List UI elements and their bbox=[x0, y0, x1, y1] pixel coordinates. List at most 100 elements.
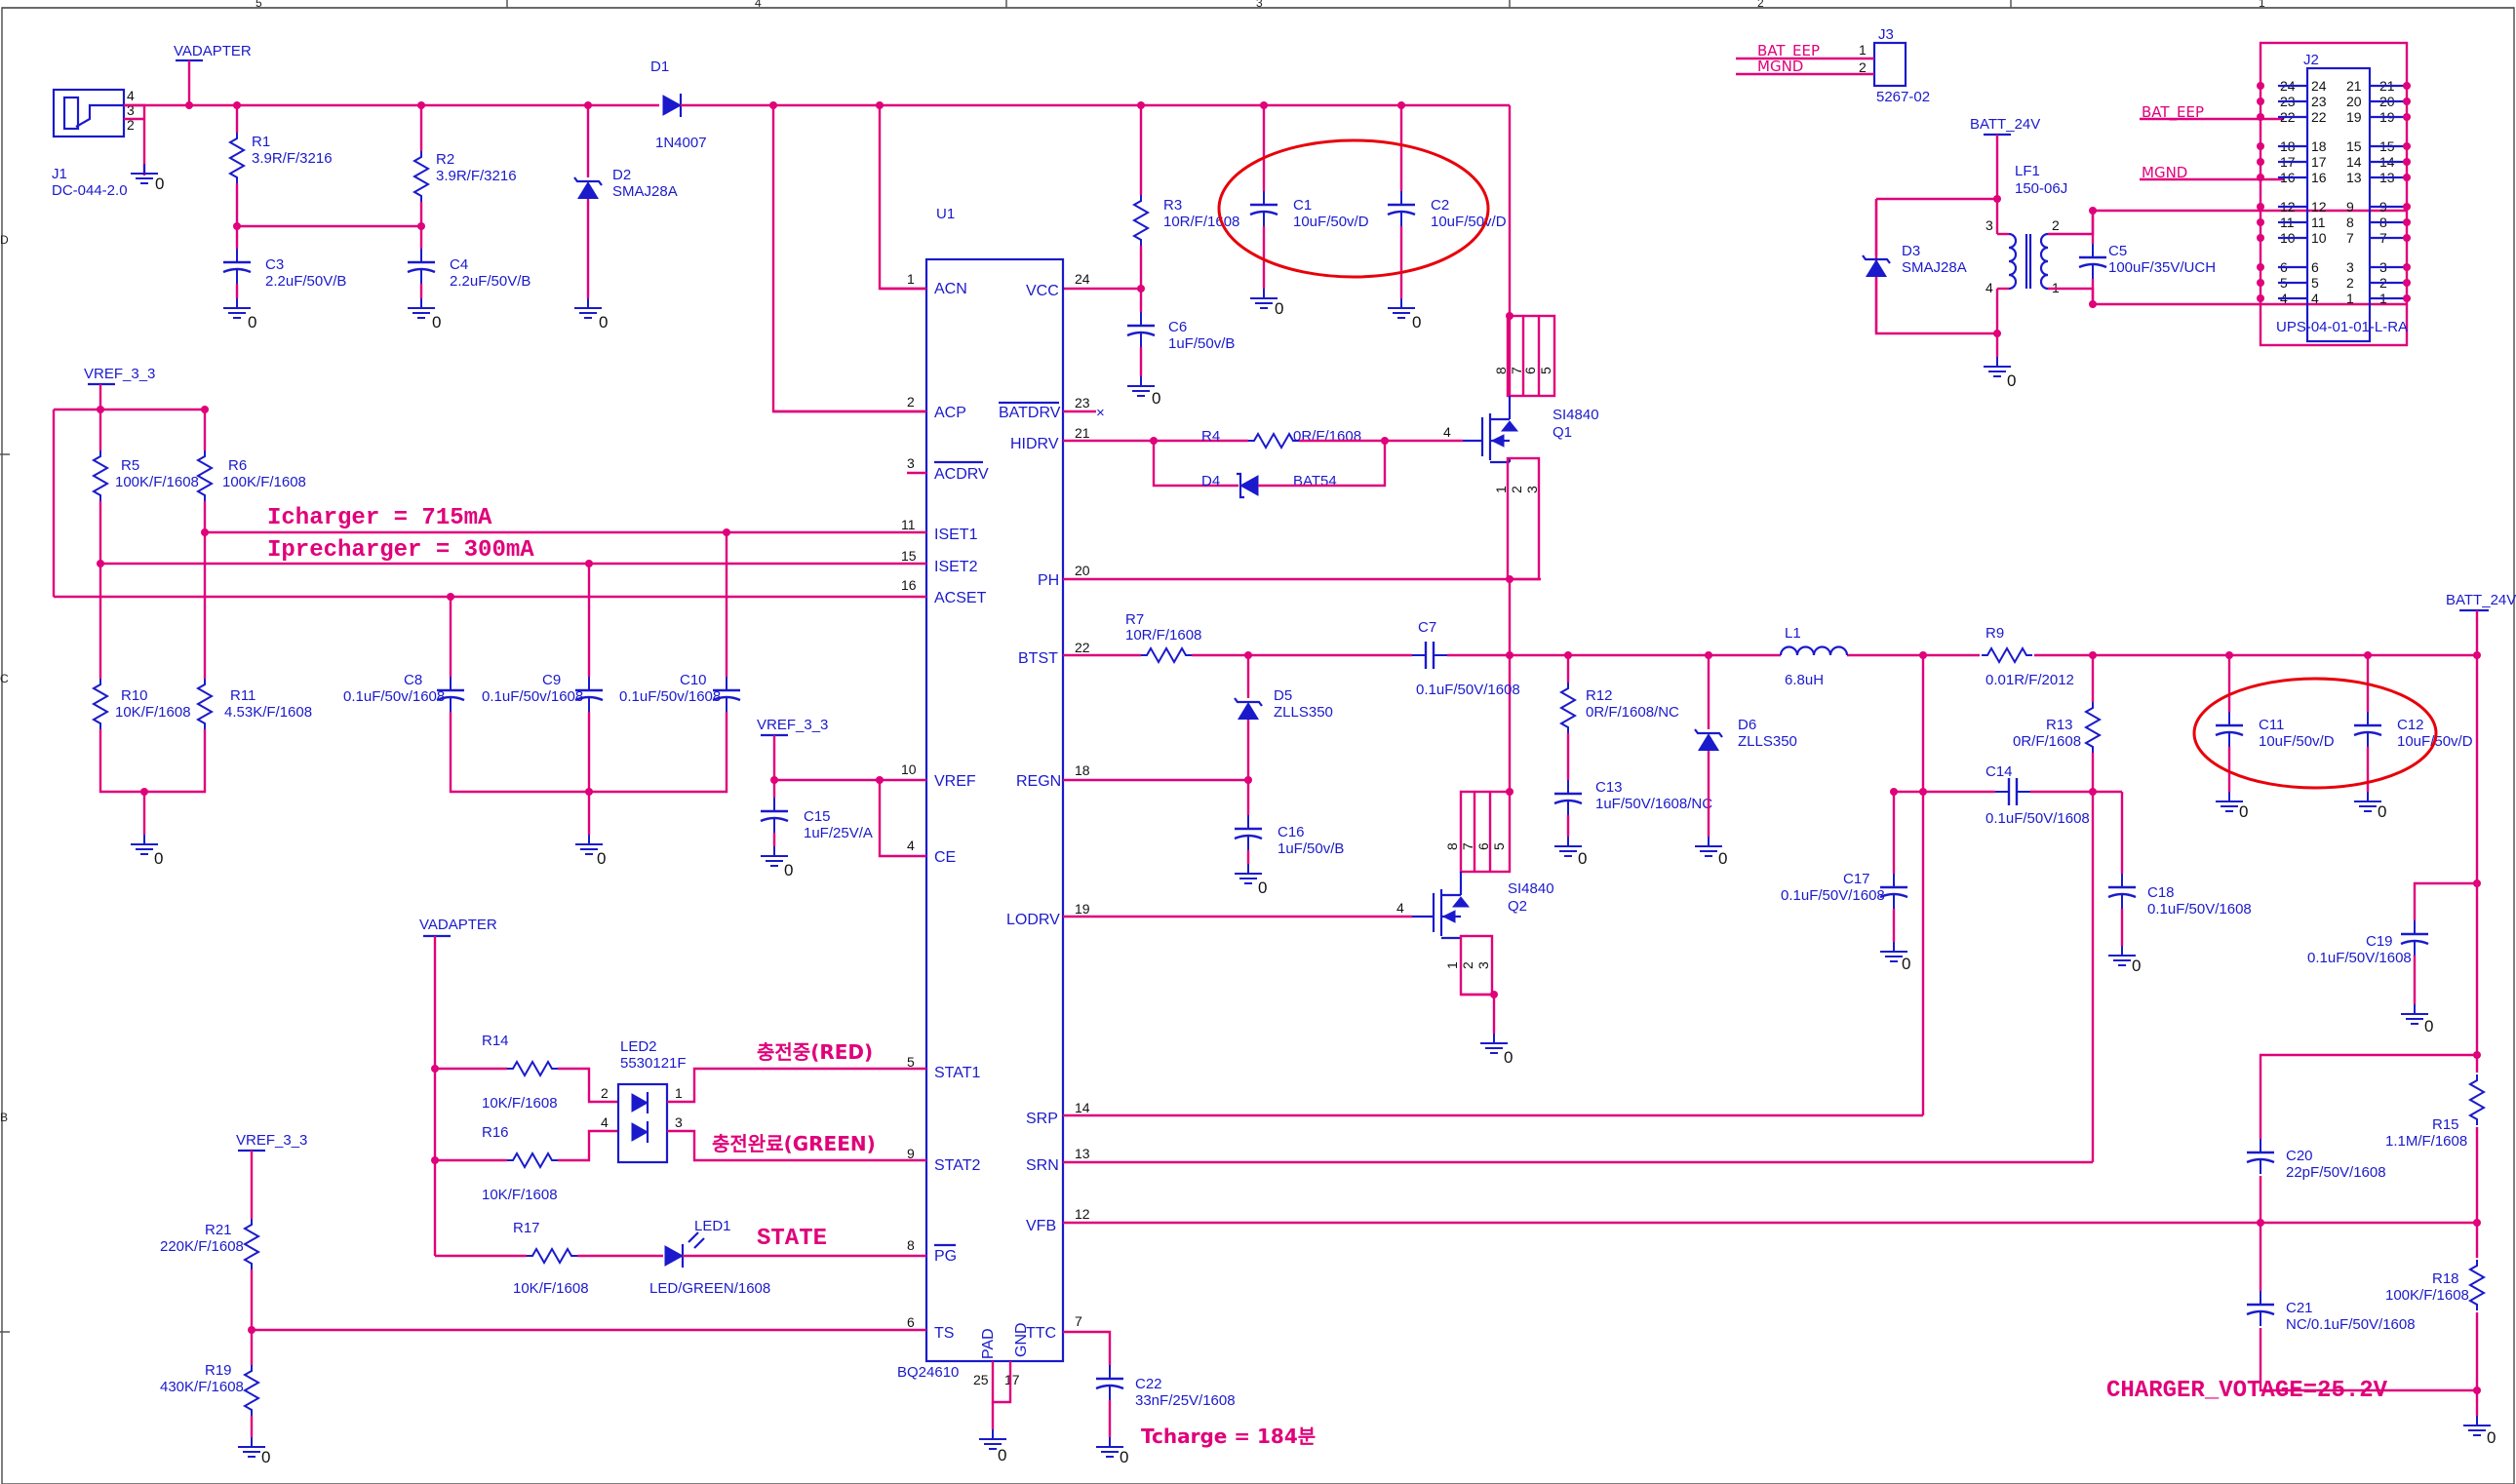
common-mode-choke-lf1[interactable]: 3 2 4 1 LF1 150-06J bbox=[1985, 163, 2067, 295]
capacitor-c21[interactable]: C21 NC/0.1uF/50V/1608 bbox=[2245, 1289, 2416, 1333]
switching-stage: R4 0R/F/1608 D4 BAT54 8 bbox=[1063, 105, 2516, 1447]
capacitor-c13[interactable]: 0 C13 1uF/50V/1608/NC bbox=[1553, 778, 1712, 868]
bicolor-led-led2[interactable]: 2 1 4 3 LED2 5530121F bbox=[601, 1038, 687, 1164]
ground-label: 0 bbox=[1902, 955, 1910, 973]
ground-label: 0 bbox=[432, 313, 441, 332]
svg-text:3.9R/F/3216: 3.9R/F/3216 bbox=[252, 150, 333, 167]
resistor-r17[interactable]: R17 10K/F/1608 bbox=[513, 1220, 589, 1297]
svg-text:R7: R7 bbox=[1125, 611, 1144, 628]
mosfet-q1[interactable]: 8 7 6 5 4 SI4840 Q1 bbox=[1443, 314, 1599, 464]
svg-text:Q2: Q2 bbox=[1508, 898, 1527, 915]
resistor-r6[interactable]: R6 100K/F/1608 bbox=[197, 410, 306, 502]
capacitor-c12[interactable]: 0 C12 10uF/50v/D bbox=[2352, 655, 2473, 821]
capacitor-c14[interactable]: C14 0.1uF/50V/1608 bbox=[1985, 763, 2090, 827]
ground-label: 0 bbox=[155, 175, 164, 193]
capacitor-c11[interactable]: 0 C11 10uF/50v/D bbox=[2214, 655, 2335, 821]
capacitor-c18[interactable]: 0 C18 0.1uF/50V/1608 bbox=[2106, 872, 2252, 975]
capacitor-c7[interactable]: C7 0.1uF/50V/1608 bbox=[1410, 619, 1520, 698]
ground-label: 0 bbox=[2007, 371, 2016, 390]
capacitor-c15[interactable]: 0 C15 1uF/25V/A bbox=[759, 780, 873, 879]
svg-text:R5: R5 bbox=[121, 457, 139, 474]
capacitor-c4[interactable]: 0 C4 2.2uF/50V/B bbox=[406, 247, 531, 332]
svg-text:2: 2 bbox=[907, 394, 915, 410]
capacitor-c1[interactable]: 0 C1 10uF/50v/D bbox=[1248, 105, 1369, 318]
capacitor-c6[interactable]: 0 C6 1uF/50v/B bbox=[1125, 310, 1235, 408]
resistor-r10[interactable]: R10 10K/F/1608 bbox=[93, 678, 191, 730]
note-tcharge: Tcharge = 184분 bbox=[1141, 1425, 1316, 1448]
resistor-r5[interactable]: R5 100K/F/1608 bbox=[93, 410, 199, 502]
svg-text:C18: C18 bbox=[2147, 884, 2175, 901]
svg-text:33nF/25V/1608: 33nF/25V/1608 bbox=[1135, 1392, 1236, 1409]
resistor-r7[interactable]: R7 10R/F/1608 bbox=[1125, 611, 1201, 663]
dc-jack-j1[interactable]: 4 3 2 J1 DC-044-2.0 bbox=[52, 88, 135, 199]
capacitor-c9[interactable]: C9 0.1uF/50v/1608 bbox=[482, 672, 605, 714]
net-label-mgnd: MGND bbox=[2142, 164, 2187, 181]
svg-text:2: 2 bbox=[1509, 486, 1524, 493]
resistor-r1[interactable]: R1 3.9R/F/3216 bbox=[229, 105, 333, 184]
capacitor-c16[interactable]: 0 C16 1uF/50v/B bbox=[1233, 780, 1344, 897]
resistor-r13[interactable]: R13 0R/F/1608 bbox=[2013, 655, 2101, 754]
svg-text:VFB: VFB bbox=[1026, 1218, 1056, 1234]
svg-text:C21: C21 bbox=[2286, 1300, 2313, 1316]
resistor-r16[interactable]: R16 10K/F/1608 bbox=[482, 1124, 559, 1203]
svg-text:C6: C6 bbox=[1168, 319, 1187, 335]
capacitor-c17[interactable]: 0 C17 0.1uF/50V/1608 bbox=[1781, 871, 1910, 973]
connector-j2[interactable]: J2 UPS-04-01-01-L-RA bbox=[2259, 41, 2409, 347]
ground-label: 0 bbox=[1718, 849, 1727, 868]
resistor-r12[interactable]: R12 0R/F/1608/NC bbox=[1560, 655, 1679, 734]
led-led1[interactable]: LED1 LED/GREEN/1608 bbox=[649, 1218, 770, 1297]
controller-u1[interactable]: U1 BQ24610 bbox=[897, 206, 1065, 1381]
note-icharger: Icharger = 715mA bbox=[267, 505, 492, 531]
svg-text:22pF/50V/1608: 22pF/50V/1608 bbox=[2286, 1164, 2386, 1181]
resistor-r14[interactable]: R14 10K/F/1608 bbox=[482, 1033, 559, 1112]
capacitor-c10[interactable]: C10 0.1uF/50v/1608 bbox=[619, 672, 742, 714]
svg-text:C4: C4 bbox=[450, 256, 468, 273]
resistor-r2[interactable]: R2 3.9R/F/3216 bbox=[413, 105, 517, 203]
tvs-diode-d3[interactable]: D3 SMAJ28A bbox=[1861, 199, 1967, 333]
svg-text:13: 13 bbox=[1075, 1146, 1090, 1161]
svg-text:SMAJ28A: SMAJ28A bbox=[612, 183, 678, 200]
svg-text:100K/F/1608: 100K/F/1608 bbox=[2385, 1287, 2469, 1304]
zone-label-left: D bbox=[0, 233, 9, 247]
svg-text:R10: R10 bbox=[121, 687, 148, 704]
battery-connectors: J3 5267-02 1 2 BAT_EEP MGND BATT_24V 3 2… bbox=[1736, 26, 2411, 390]
diode-d1[interactable]: D1 1N4007 bbox=[650, 59, 707, 151]
inductor-l1[interactable]: L1 6.8uH bbox=[1779, 625, 1849, 688]
net-label-vadapter: VADAPTER bbox=[419, 917, 497, 933]
svg-text:BQ24610: BQ24610 bbox=[897, 1364, 959, 1381]
capacitor-c22[interactable]: 0 C22 33nF/25V/1608 bbox=[1063, 1330, 1236, 1466]
resistor-r18[interactable]: R18 100K/F/1608 bbox=[2385, 1258, 2487, 1312]
capacitor-c20[interactable]: C20 22pF/50V/1608 bbox=[2245, 1137, 2386, 1181]
capacitor-c19[interactable]: 0 C19 0.1uF/50V/1608 bbox=[2307, 918, 2433, 1035]
ground-label: 0 bbox=[784, 861, 793, 879]
svg-text:2.2uF/50V/B: 2.2uF/50V/B bbox=[450, 273, 531, 290]
resistor-r11[interactable]: R11 4.53K/F/1608 bbox=[197, 678, 312, 730]
ground-label: 0 bbox=[1412, 313, 1421, 332]
ground-label: 0 bbox=[248, 313, 256, 332]
net-label-vref: VREF_3_3 bbox=[757, 717, 828, 733]
capacitor-c2[interactable]: 0 C2 10uF/50v/D bbox=[1386, 105, 1507, 332]
svg-text:VREF: VREF bbox=[934, 773, 976, 790]
capacitor-c5[interactable]: C5 100uF/35V/UCH bbox=[2077, 211, 2216, 304]
capacitor-c3[interactable]: 0 C3 2.2uF/50V/B bbox=[221, 247, 346, 332]
j2-pin-number: 8 bbox=[2346, 215, 2354, 230]
mosfet-q2[interactable]: 8 7 6 5 4 SI4840 Q2 bbox=[1396, 790, 1554, 940]
tvs-diode-d2[interactable]: 0 D2 SMAJ28A bbox=[572, 105, 678, 332]
ground-label: 0 bbox=[261, 1448, 270, 1466]
connector-j3[interactable]: J3 5267-02 1 2 bbox=[1859, 26, 1930, 105]
svg-text:1uF/50V/1608/NC: 1uF/50V/1608/NC bbox=[1595, 796, 1712, 812]
resistor-r21[interactable]: R21 220K/F/1608 bbox=[160, 1218, 259, 1270]
svg-text:R1: R1 bbox=[252, 134, 270, 150]
resistor-r15[interactable]: R15 1.1M/F/1608 bbox=[2385, 1073, 2487, 1150]
svg-text:SRN: SRN bbox=[1026, 1157, 1059, 1174]
resistor-r9[interactable]: R9 0.01R/F/2012 bbox=[1980, 625, 2074, 688]
j2-pin-number: 20 bbox=[2346, 94, 2362, 109]
capacitor-c8[interactable]: C8 0.1uF/50v/1608 bbox=[343, 672, 466, 714]
resistor-r19[interactable]: R19 430K/F/1608 bbox=[160, 1362, 259, 1417]
resistor-r4[interactable]: R4 0R/F/1608 bbox=[1201, 428, 1361, 449]
input-section: 4 3 2 J1 DC-044-2.0 0 VADAPTER R1 3.9R/F… bbox=[52, 43, 1510, 413]
svg-text:10uF/50v/D: 10uF/50v/D bbox=[1293, 214, 1369, 230]
schottky-d6[interactable]: 0 D6 ZLLS350 bbox=[1693, 655, 1797, 868]
svg-text:ACDRV: ACDRV bbox=[934, 466, 989, 483]
schottky-d5[interactable]: D5 ZLLS350 bbox=[1233, 655, 1333, 780]
